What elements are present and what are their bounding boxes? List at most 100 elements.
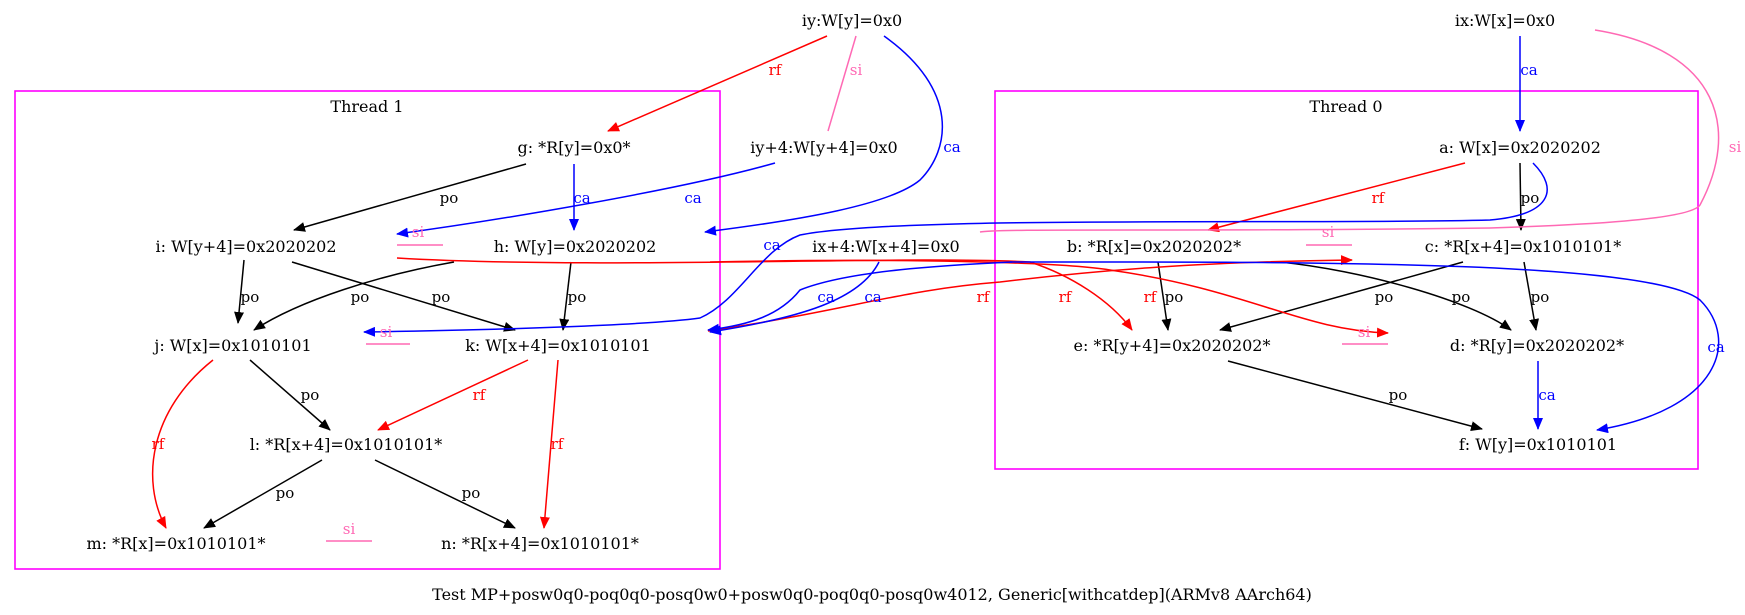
edge-h-k-po xyxy=(559,261,572,331)
label-rf-k-c: rf xyxy=(977,288,991,306)
label-rf-k-l: rf xyxy=(473,386,487,404)
label-po-j-l: po xyxy=(301,386,320,404)
label-po-b-d: po xyxy=(1452,288,1471,306)
label-si-j: si xyxy=(380,323,393,341)
node-d: d: *R[y]=0x2020202* xyxy=(1450,336,1624,355)
edge-k-c-rf xyxy=(707,255,1353,332)
edge-k-n-rf xyxy=(539,359,559,529)
edge-h-j-po xyxy=(253,261,455,331)
label-ca-a-b: ca xyxy=(763,236,780,254)
label-po-l-m: po xyxy=(276,484,295,502)
label-si-iy-iy4: si xyxy=(850,61,863,79)
edge-l-n-po xyxy=(374,459,516,529)
node-c: c: *R[x+4]=0x1010101* xyxy=(1425,237,1621,256)
label-rf-a-b: rf xyxy=(1372,189,1386,207)
cluster-thread-1-box xyxy=(14,90,721,570)
edge-c-d-po xyxy=(1523,261,1540,331)
edge-iy4-i-ca xyxy=(396,162,776,238)
edge-a-b-rf xyxy=(1207,162,1466,233)
node-l: l: *R[x+4]=0x1010101* xyxy=(250,435,443,454)
label-si-d: si xyxy=(1358,323,1371,341)
edge-i-k-po xyxy=(291,261,516,332)
label-po-e-f: po xyxy=(1389,386,1408,404)
label-po-i-j: po xyxy=(241,288,260,306)
label-rf-iy-g: rf xyxy=(769,61,783,79)
label-po-c-d: po xyxy=(1531,288,1550,306)
node-e: e: *R[y+4]=0x2020202* xyxy=(1074,336,1271,355)
edge-b-e-po xyxy=(1157,261,1172,331)
label-ca-iy4-i: ca xyxy=(684,189,701,207)
label-rf-i-e: rf xyxy=(1059,288,1073,306)
label-ca-b-j: ca xyxy=(817,288,834,306)
cluster-thread-1: Thread 1 xyxy=(14,90,721,570)
si-edges xyxy=(326,29,1720,542)
label-po-c-e: po xyxy=(1375,288,1394,306)
edge-h-f-ca xyxy=(1009,261,1720,434)
node-iy4: iy+4:W[y+4]=0x0 xyxy=(750,138,897,157)
edge-labels: rf si ca ca si po ca ca si ca rf po si p… xyxy=(152,61,1742,538)
edge-i-e-rf xyxy=(396,257,1133,331)
label-ca-ix4-k: ca xyxy=(864,288,881,306)
edge-iy-h-ca xyxy=(704,35,943,236)
edge-ix-c-si xyxy=(979,29,1720,233)
label-ca-ix-a: ca xyxy=(1520,61,1537,79)
label-po-g-i: po xyxy=(440,189,459,207)
label-si-m: si xyxy=(343,520,356,538)
label-rf-h-d: rf xyxy=(1144,288,1158,306)
cluster-thread-1-label: Thread 1 xyxy=(330,97,403,116)
label-po-b-e: po xyxy=(1165,288,1184,306)
label-rf-k-n: rf xyxy=(551,435,565,453)
edge-j-l-po xyxy=(249,359,331,431)
diagram-caption: Test MP+posw0q0-poq0q0-posq0w0+posw0q0-p… xyxy=(432,585,1312,604)
label-rf-j-m: rf xyxy=(152,435,166,453)
node-m: m: *R[x]=0x1010101* xyxy=(86,534,265,553)
nodes: iy:W[y]=0x0 ix:W[x]=0x0 g: *R[y]=0x0* iy… xyxy=(86,11,1624,553)
label-po-h-j: po xyxy=(351,288,370,306)
label-po-a-c: po xyxy=(1521,189,1540,207)
label-po-h-k: po xyxy=(568,288,587,306)
edge-iy-iy4-si xyxy=(827,35,857,132)
cluster-thread-0-box xyxy=(994,90,1699,470)
node-iy: iy:W[y]=0x0 xyxy=(802,11,902,30)
cluster-thread-0-label: Thread 0 xyxy=(1309,97,1382,116)
node-ix4: ix+4:W[x+4]=0x0 xyxy=(812,237,959,256)
edge-k-l-rf xyxy=(377,359,529,431)
label-si-i: si xyxy=(412,223,425,241)
edge-b-j-ca xyxy=(707,261,1013,334)
node-f: f: W[y]=0x1010101 xyxy=(1459,435,1617,454)
node-g: g: *R[y]=0x0* xyxy=(517,138,630,157)
node-i: i: W[y+4]=0x2020202 xyxy=(155,237,336,256)
label-si-ix-c: si xyxy=(1729,138,1742,156)
edge-b-d-po xyxy=(1279,261,1512,331)
cluster-thread-0: Thread 0 xyxy=(994,90,1699,470)
node-n: n: *R[x+4]=0x1010101* xyxy=(441,534,639,553)
ca-edges xyxy=(363,35,1720,434)
node-k: k: W[x+4]=0x1010101 xyxy=(465,336,651,355)
node-ix: ix:W[x]=0x0 xyxy=(1455,11,1555,30)
label-ca-iy-h: ca xyxy=(943,138,960,156)
edge-a-c-po xyxy=(1515,162,1526,231)
label-po-l-n: po xyxy=(462,484,481,502)
label-ca-g-h: ca xyxy=(573,189,590,207)
edge-h-d-rf xyxy=(709,259,1389,338)
edge-ix4-k-ca xyxy=(709,261,880,336)
node-h: h: W[y]=0x2020202 xyxy=(494,237,657,256)
edge-g-i-po xyxy=(293,163,527,232)
node-j: j: W[x]=0x1010101 xyxy=(152,336,311,355)
label-si-b: si xyxy=(1322,223,1335,241)
node-a: a: W[x]=0x2020202 xyxy=(1439,138,1601,157)
label-ca-d-f: ca xyxy=(1538,386,1555,404)
node-b: b: *R[x]=0x2020202* xyxy=(1067,237,1241,256)
label-po-i-k: po xyxy=(432,288,451,306)
edge-c-e-po xyxy=(1219,261,1464,332)
edge-l-m-po xyxy=(203,459,323,529)
edge-j-m-rf xyxy=(151,359,214,529)
edge-e-f-po xyxy=(1227,360,1483,431)
label-ca-h-f: ca xyxy=(1707,338,1724,356)
edge-a-b-ca xyxy=(363,162,1548,337)
edge-i-j-po xyxy=(234,259,245,324)
rf-edges xyxy=(151,35,1466,529)
edge-iy-g-rf xyxy=(607,35,828,132)
po-edges xyxy=(203,162,1540,529)
